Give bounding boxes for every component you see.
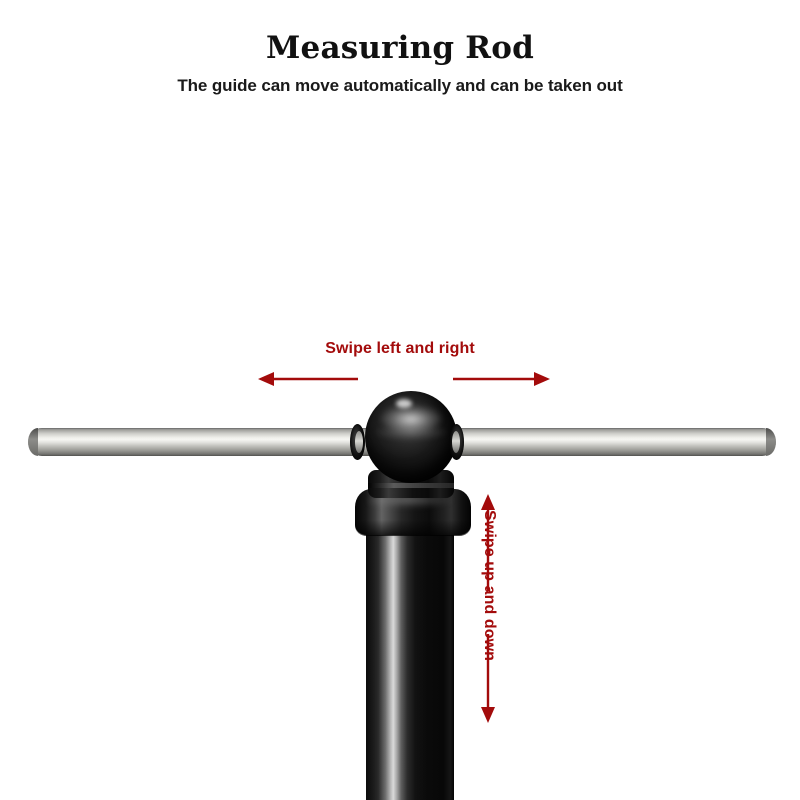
ball-joint-lower-highlight <box>374 424 448 440</box>
collar-shadow <box>355 520 471 536</box>
joint-neck-ring <box>368 483 454 488</box>
vertical-pole <box>366 512 454 800</box>
rod-end-cap-right <box>766 428 776 456</box>
page-title: Measuring Rod <box>266 30 534 66</box>
page-subtitle: The guide can move automatically and can… <box>177 76 623 95</box>
rod-pass-through-left <box>355 431 363 453</box>
swipe-up-down-label: Swipe up and down <box>481 510 498 662</box>
swipe-left-right-label: Swipe left and right <box>325 340 475 357</box>
rod-end-cap-left <box>28 428 38 456</box>
rod-pass-through-right <box>452 431 460 453</box>
ball-joint-specular-dot <box>396 399 412 408</box>
ball-joint-highlight <box>381 405 441 431</box>
